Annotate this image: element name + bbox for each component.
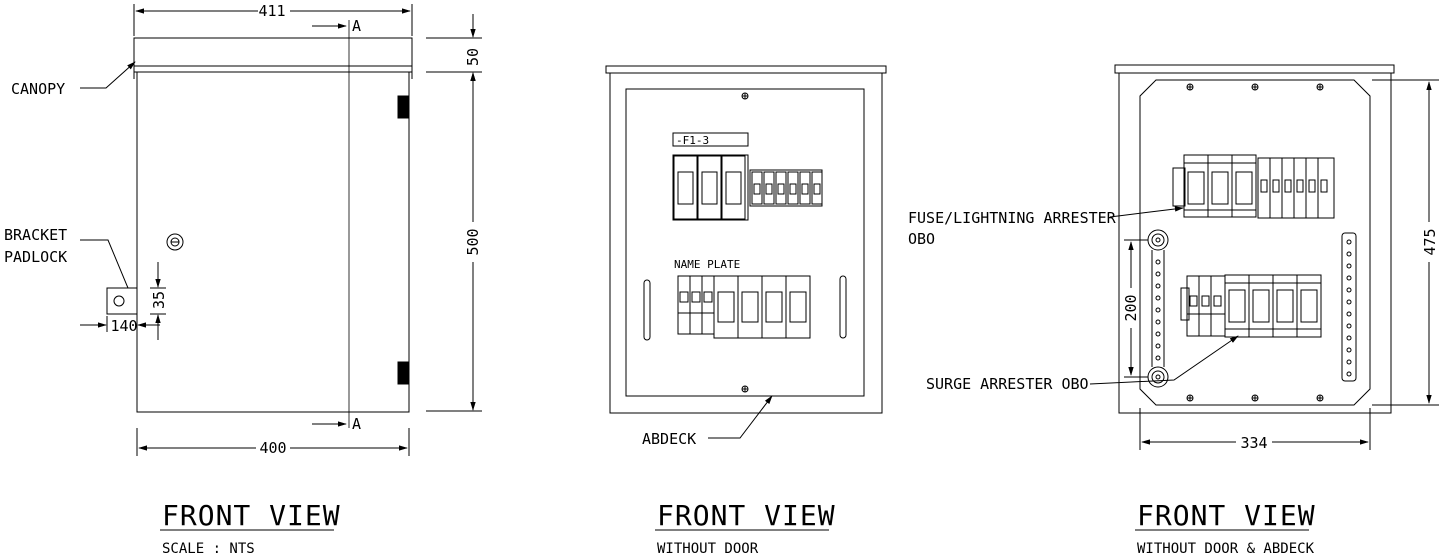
slot-left	[643, 279, 651, 341]
cabinet-body	[1118, 72, 1392, 414]
fuse-tag-label: -F1-3	[676, 134, 709, 147]
ground-bar-left	[1147, 229, 1169, 388]
canopy	[605, 65, 887, 74]
terminal-strip-right	[1341, 232, 1357, 382]
dim-200-label: 200	[1122, 294, 1140, 321]
mcb-group-bottom	[677, 275, 715, 335]
section-marker-bottom: A	[352, 415, 361, 433]
screw-icon	[1186, 83, 1324, 402]
canopy	[1114, 64, 1395, 74]
dim-400-label: 400	[259, 439, 286, 457]
dim-50-label: 50	[464, 48, 482, 66]
padlock-label: PADLOCK	[4, 248, 67, 266]
padlock-bracket	[106, 287, 138, 315]
cabinet-body	[609, 72, 883, 414]
middle-view-title: FRONT VIEW	[657, 499, 836, 532]
dim-411-label: 411	[258, 2, 285, 20]
screw-icon	[741, 92, 749, 393]
fuse-arrester-block	[1172, 154, 1335, 219]
fuse-tag-box	[672, 132, 749, 147]
left-view-subtitle: SCALE : NTS	[162, 541, 255, 557]
middle-front-view	[605, 65, 887, 531]
abdeck-panel	[625, 88, 865, 397]
left-front-view	[80, 4, 482, 531]
cabinet-body	[136, 71, 410, 413]
bracket-label: BRACKET	[4, 226, 67, 244]
dim-475-label: 475	[1421, 228, 1439, 255]
dim-334-label: 334	[1240, 434, 1267, 452]
dim-140-label: 140	[110, 317, 137, 335]
hinge-bottom	[397, 361, 410, 385]
mounting-plate	[1139, 79, 1371, 406]
section-marker-top: A	[352, 17, 361, 35]
dim-35-label: 35	[150, 291, 168, 309]
abdeck-label: ABDECK	[642, 430, 696, 448]
dim-500-label: 500	[464, 228, 482, 255]
lock-icon	[166, 233, 184, 251]
mcb-group-top	[749, 169, 823, 207]
right-front-view	[1089, 64, 1439, 531]
left-texts: 411 A A 50 500 400 35 140 CANOPY BRACKET…	[4, 2, 482, 557]
right-texts: FUSE/LIGHTNING ARRESTER OBO SURGE ARREST…	[908, 209, 1439, 557]
fuse-obo-label: OBO	[908, 230, 935, 248]
surge-arrester-label: SURGE ARRESTER OBO	[926, 375, 1089, 393]
surge-arrester-block	[1180, 274, 1322, 338]
right-view-title: FRONT VIEW	[1137, 499, 1316, 532]
middle-view-subtitle: WITHOUT DOOR	[657, 541, 759, 557]
middle-texts: -F1-3 NAME PLATE ABDECK FRONT VIEW WITHO…	[642, 134, 836, 557]
left-view-title: FRONT VIEW	[162, 499, 341, 532]
fuse-arrester-label: FUSE/LIGHTNING ARRESTER	[908, 209, 1117, 227]
slot-right	[839, 275, 847, 339]
canopy	[133, 37, 413, 73]
canopy-label: CANOPY	[11, 80, 65, 98]
right-view-subtitle: WITHOUT DOOR & ABDECK	[1137, 541, 1315, 557]
hinge-top	[397, 95, 410, 119]
name-plate-label: NAME PLATE	[674, 258, 740, 271]
